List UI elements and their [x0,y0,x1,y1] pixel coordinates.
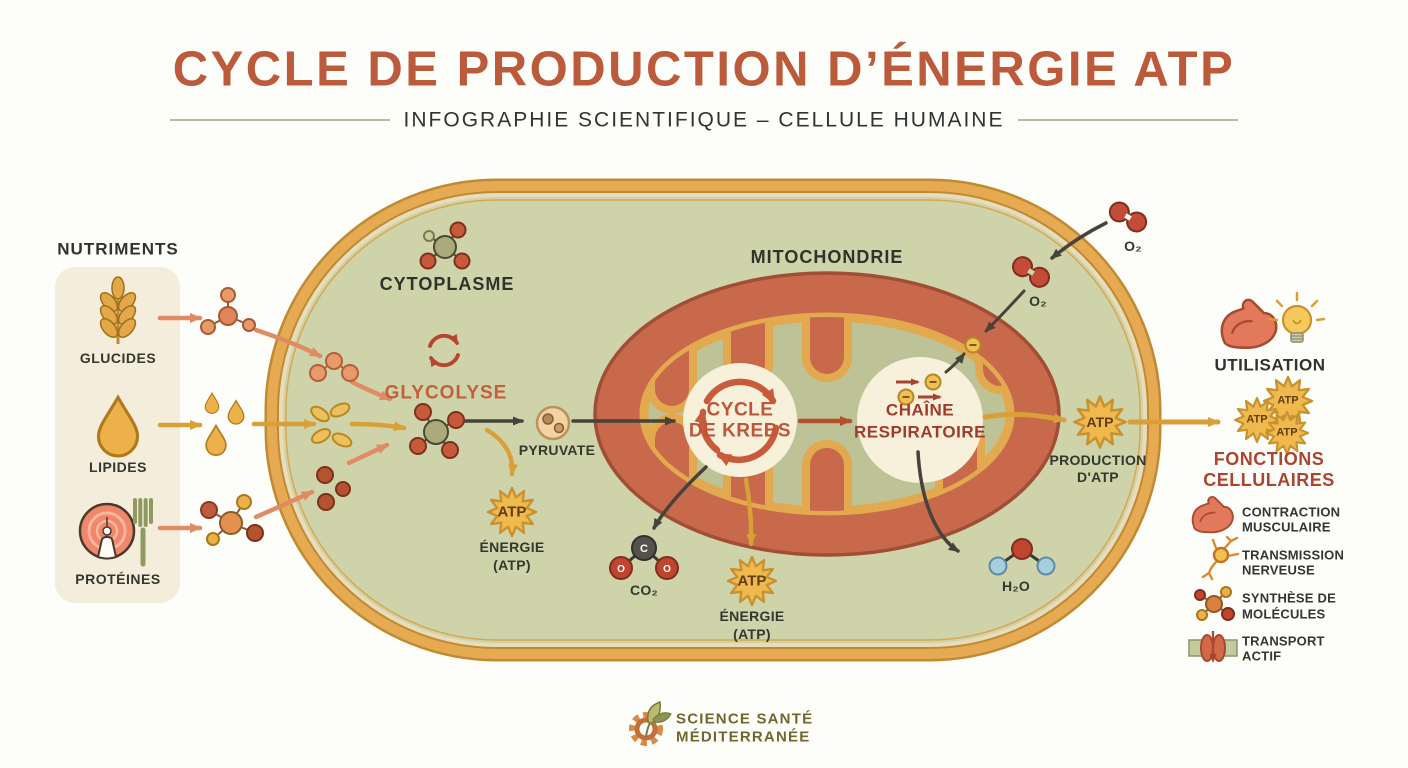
page-subtitle: INFOGRAPHIE SCIENTIFIQUE – CELLULE HUMAI… [403,108,1005,132]
functions-title-line1: FONCTIONS [1213,449,1325,469]
atp-star-label: ATP [1246,413,1268,426]
lipid-drops [204,392,245,456]
functions-title-line2: CELLULAIRES [1203,470,1335,490]
muscle-icon [1220,298,1278,349]
oxygen-molecule-outside [1108,201,1148,233]
krebs-label-line2: DE KREBS [688,420,792,442]
lightbulb-icon [1268,291,1326,343]
cytoplasm-label: CYTOPLASME [379,274,515,294]
function-item-contraction-line2: MUSCULAIRE [1242,519,1331,535]
brand-name-line2: MÉDITERRANÉE [676,728,811,746]
molecule-icon [1194,586,1235,621]
page-title: CYCLE DE PRODUCTION D’ÉNERGIE ATP [172,42,1236,97]
mitochondrion-label: MITOCHONDRIE [750,247,904,267]
function-item-synthese-line2: MOLÉCULES [1242,606,1326,622]
nutrients-header: NUTRIMENTS [57,239,179,259]
function-item-contraction-line1: CONTRACTION [1242,504,1341,520]
pyruvate-label: PYRUVATE [518,442,596,458]
h2o-molecule [988,538,1056,576]
atp-star-label: ATP [1276,426,1298,439]
glucose-molecule [200,287,256,335]
krebs-label-line1: CYCLE [706,399,774,421]
production-atp-line2: D'ATP [1077,469,1119,485]
oxygen-molecule-inside [1012,256,1050,288]
energie-label-line1: ÉNERGIE [479,539,545,555]
nutrient-label-glucides: GLUCIDES [79,350,157,366]
cytoplasm-molecule [419,221,471,270]
nutrient-label-proteines: PROTÉINES [75,571,161,587]
glycolysis-molecule [409,403,465,459]
pyruvate-icon [535,405,571,441]
flow-arrows [157,221,1221,553]
krebs-cycle-arrows-icon [694,378,780,467]
function-item-transmission-line1: TRANSMISSION [1242,547,1345,563]
o2-label-inside: O₂ [1029,293,1047,309]
co2-label: CO₂ [629,582,659,598]
brand-logo-icon [629,700,672,746]
function-item-synthese-line1: SYNTHÈSE DE [1242,590,1336,606]
membrane-channel-icon [1188,631,1238,663]
carbon-atom-label: C [640,543,648,555]
salmon-fork-icon [78,498,153,567]
respiratory-chain-circle [857,357,983,483]
oxygen-atom-label: O [663,564,671,575]
atp-star-label: ATP [497,503,527,521]
h2o-label: H₂O [1001,578,1031,594]
nutrient-label-lipides: LIPIDES [89,459,147,475]
brand-name-line1: SCIENCE SANTÉ [676,710,814,728]
oxygen-atom-label: O [617,564,625,575]
atp-star-label: ATP [1086,414,1114,430]
glycolysis-cycle-icon [428,333,460,368]
o2-label-outside: O₂ [1124,238,1142,254]
function-item-transmission-line2: NERVEUSE [1242,562,1315,578]
wheat-icon [99,276,137,344]
energie-label-line2: (ATP) [493,557,531,573]
production-atp-line1: PRODUCTION [1049,452,1147,468]
energie-label-line1: ÉNERGIE [719,608,785,624]
neuron-icon [1201,535,1240,581]
respiratory-chain-label-line2: RESPIRATOIRE [854,422,986,442]
function-item-transport-line2: ACTIF [1242,648,1282,664]
function-item-transport-line1: TRANSPORT [1242,633,1325,649]
atp-star-label: ATP [737,572,767,590]
co2-molecule: C O O [609,535,679,580]
muscle-icon [1191,495,1234,534]
sugar-fragments [309,352,359,382]
fatty-acid-fragments [310,402,353,448]
electron-flow-icons [896,336,982,406]
protein-molecule [200,494,264,546]
respiratory-chain-label-line1: CHAÎNE [885,400,955,420]
atp-star-label: ATP [1277,394,1299,407]
energie-label-line2: (ATP) [733,626,771,642]
glycolysis-label: GLYCOLYSE [384,382,508,404]
amino-acid-fragments [316,466,351,511]
utilisation-label: UTILISATION [1214,355,1326,375]
